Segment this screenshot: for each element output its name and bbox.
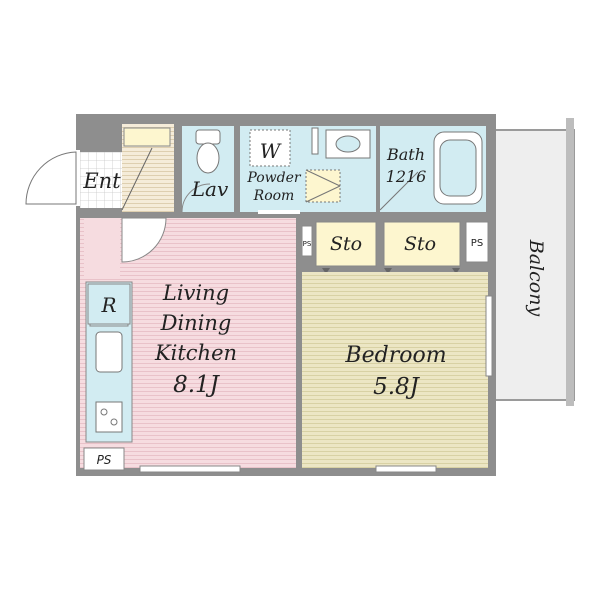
powder-room-label-2: Room bbox=[253, 188, 295, 204]
ps-bottom-label: PS bbox=[97, 453, 112, 467]
storage-closets bbox=[315, 221, 461, 274]
entrance-label: Ent bbox=[82, 169, 121, 193]
washer-label: W bbox=[260, 139, 282, 163]
entrance-floor bbox=[80, 152, 122, 208]
ldk-size-label: 8.1J bbox=[173, 372, 221, 398]
bath-label-1: Bath bbox=[386, 145, 425, 164]
storage-label-1: Sto bbox=[330, 233, 362, 255]
bedroom-label: Bedroom bbox=[344, 343, 446, 368]
bedroom bbox=[302, 272, 493, 473]
ps-small-right-label: PS bbox=[471, 238, 483, 249]
bath-label-2: 1216 bbox=[386, 167, 427, 186]
entrance-door bbox=[25, 150, 80, 206]
lavatory bbox=[181, 126, 234, 213]
lavatory-label: Lav bbox=[191, 177, 229, 201]
refrigerator-space bbox=[87, 283, 131, 325]
bedroom-size-label: 5.8J bbox=[373, 374, 421, 400]
ldk-label-3: Kitchen bbox=[154, 341, 237, 365]
ldk-label-1: Living bbox=[162, 281, 229, 305]
bathroom bbox=[379, 126, 486, 212]
powder-room bbox=[240, 126, 376, 214]
ps-bottom-box bbox=[83, 447, 125, 471]
balcony-label: Balcony bbox=[525, 239, 547, 317]
balcony bbox=[487, 118, 575, 406]
refrigerator-label: R bbox=[100, 293, 116, 317]
storage-label-2: Sto bbox=[404, 233, 436, 255]
powder-room-label-1: Powder bbox=[246, 170, 302, 186]
ps-small-left-label: PS bbox=[303, 240, 312, 248]
shoe-cabinet bbox=[123, 127, 171, 147]
ldk-label-2: Dining bbox=[160, 311, 232, 335]
